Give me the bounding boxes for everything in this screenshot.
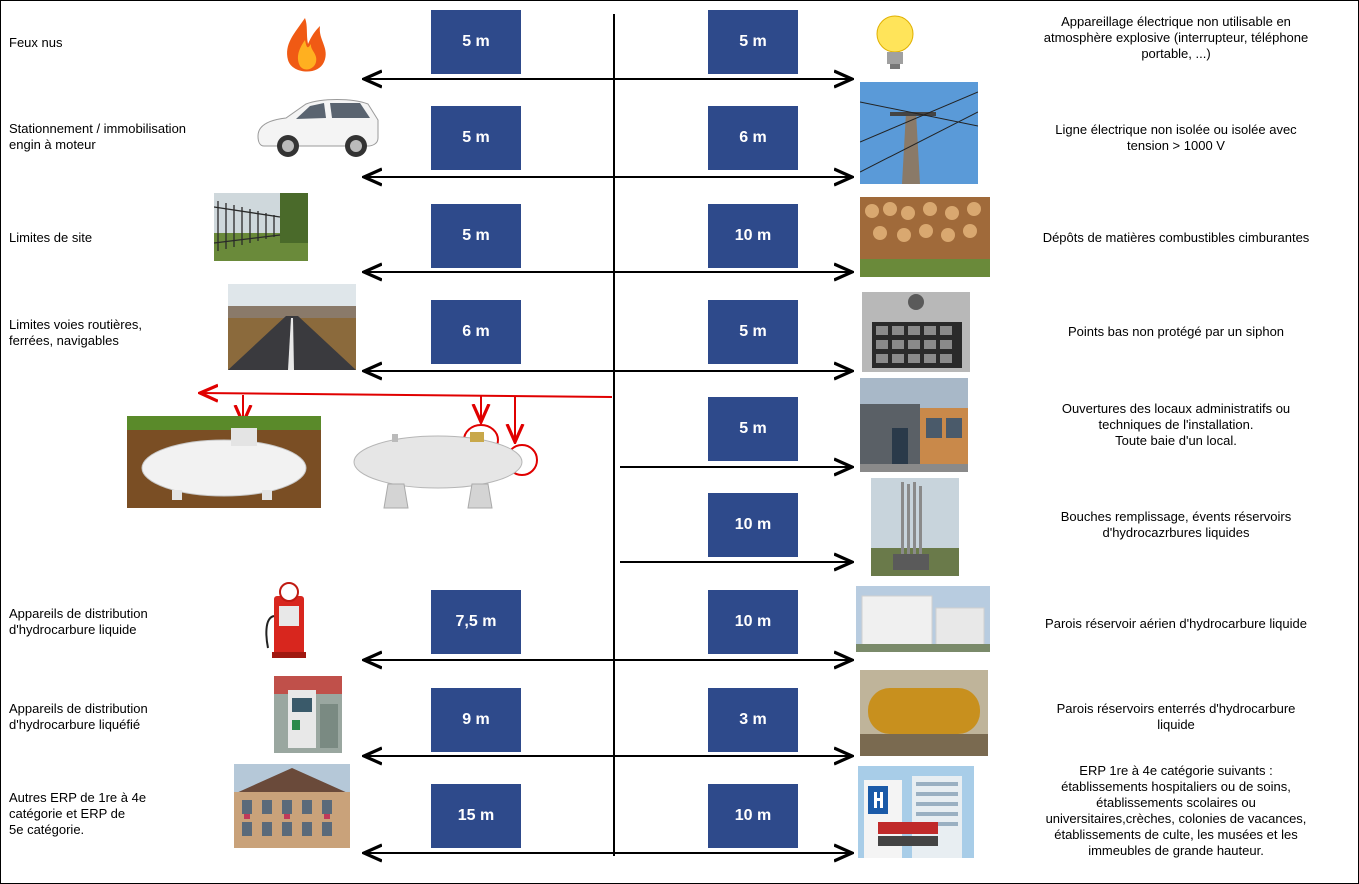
distance-box: 10 m — [708, 493, 798, 557]
hospital-photo — [858, 766, 974, 858]
right-label: Points bas non protégé par un siphon — [1067, 324, 1285, 339]
lpg-pump-photo — [274, 676, 342, 753]
right-label: ERP 1re à 4e catégorie suivants : établi… — [1045, 763, 1307, 858]
distance-box: 10 m — [708, 204, 798, 268]
distance-box: 7,5 m — [431, 590, 521, 654]
distance-box: 9 m — [431, 688, 521, 752]
power-line-photo — [860, 82, 978, 184]
distance-box: 5 m — [431, 10, 521, 74]
distance-box: 5 m — [708, 300, 798, 364]
left-label: Appareils de distribution d'hydrocarbure… — [9, 606, 148, 637]
fuel-pump-icon — [265, 582, 306, 658]
woodpile-photo — [860, 197, 990, 277]
distance-box: 6 m — [431, 300, 521, 364]
light-bulb-icon — [876, 15, 914, 69]
road-photo — [228, 284, 356, 370]
buried-lpg-tank-icon — [127, 416, 321, 508]
distance-arrows — [364, 79, 852, 853]
drain-grate-photo — [862, 292, 970, 372]
tank-farm-photo — [856, 586, 990, 652]
right-label: Appareillage électrique non utilisable e… — [1043, 14, 1309, 61]
town-hall-photo — [234, 764, 350, 848]
right-label: Parois réservoirs enterrés d'hydrocarbur… — [1056, 701, 1296, 732]
right-label: Dépôts de matières combustibles cimburan… — [1042, 230, 1310, 245]
distance-box: 5 m — [708, 397, 798, 461]
right-label: Parois réservoir aérien d'hydrocarbure l… — [1045, 616, 1307, 631]
car-icon — [257, 99, 379, 157]
right-label: Bouches remplissage, évents réservoirs d… — [1060, 509, 1292, 540]
right-arrows — [620, 467, 852, 562]
left-label: Stationnement / immobilisation engin à m… — [9, 121, 187, 152]
aerial-lpg-tank-icon — [353, 432, 523, 509]
distance-box: 3 m — [708, 688, 798, 752]
left-label: Limites de site — [9, 230, 93, 245]
vent-pipes-photo — [871, 478, 959, 576]
distance-box: 6 m — [708, 106, 798, 170]
distance-box: 5 m — [431, 204, 521, 268]
right-label: Ligne électrique non isolée ou isolée av… — [1055, 122, 1297, 153]
distance-box: 15 m — [431, 784, 521, 848]
left-label: Appareils de distribution d'hydrocarbure… — [9, 701, 148, 732]
left-label: Autres ERP de 1re à 4e catégorie et ERP … — [9, 790, 147, 837]
distance-box: 10 m — [708, 590, 798, 654]
right-label: Ouvertures des locaux administratifs ou … — [1061, 401, 1291, 448]
distance-box: 5 m — [431, 106, 521, 170]
building-photo — [860, 378, 968, 472]
left-label: Feux nus — [9, 35, 63, 50]
buried-tank-photo — [860, 670, 988, 756]
distance-box: 10 m — [708, 784, 798, 848]
fire-icon — [287, 18, 326, 72]
fence-photo — [214, 193, 308, 261]
distance-box: 5 m — [708, 10, 798, 74]
left-label: Limites voies routières, ferrées, naviga… — [9, 317, 142, 348]
